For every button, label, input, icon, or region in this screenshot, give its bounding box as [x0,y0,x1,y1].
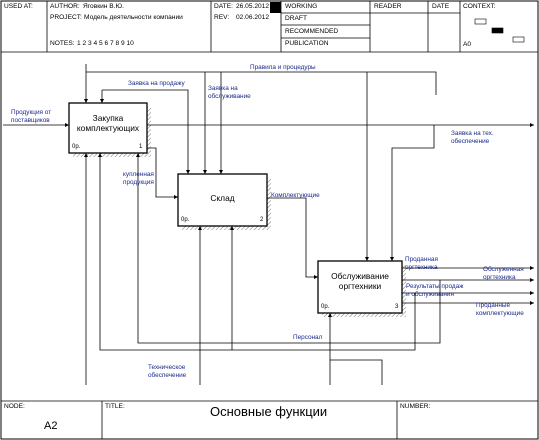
status-draft: DRAFT [285,15,307,22]
arrow-feedback-1 [136,153,441,344]
box-purchasing-title: Закупка комплектующих [76,113,140,133]
context-label: CONTEXT: [463,3,496,10]
reader-date-label: DATE [432,3,450,10]
footer-grid [1,400,538,439]
arrow-components [267,197,318,279]
box-purchasing-cost: 0р. [72,144,81,150]
used-at-label: USED AT: [4,3,33,10]
label-input-supplier: Продукция от поставщиков [11,109,52,124]
label-sale-request: Заявка на продажу [128,80,185,87]
status-publication: PUBLICATION [285,40,329,47]
label-purchased: купленная продукция [123,171,154,186]
box-warehouse-title: Склад [210,193,235,203]
arrows [3,64,534,385]
project-value: Модель деятельности компании [84,14,183,21]
box-service[interactable] [317,260,403,314]
label-personnel: Персонал [293,334,323,341]
box-service-cost: 0р. [321,304,330,310]
label-sold-equipment: Проданная оргтехника [405,256,438,271]
arrow-personnel-link [330,359,383,385]
arrow-purchased [147,147,178,199]
author-value: Яговкин В.Ю. [83,3,124,10]
box-service-number: 3 [395,304,399,310]
box-warehouse[interactable] [177,173,268,227]
author-label: AUTHOR: [50,3,80,10]
project-label: PROJECT: [50,14,82,21]
node-label: NODE: [4,403,25,410]
label-results: Результаты продаж и обслуживания [406,283,464,298]
date-label: DATE: [214,3,233,10]
label-serviced: Обслуженная оргтехника [483,266,524,281]
rev-label: REV: [214,14,230,21]
title-label: TITLE: [105,403,125,410]
notes-label: NOTES: [50,40,75,47]
box-purchasing[interactable] [68,102,148,154]
box-purchasing-number: 1 [139,144,143,150]
label-tech-equipment: Техническое обеспечение [148,364,187,379]
box-warehouse-cost: 0р. [181,217,190,223]
node-value: A2 [44,420,58,432]
label-components: Комплектующие [271,192,320,199]
label-service-request: Заявка на обслуживание [208,85,251,100]
context-thumbnail [474,18,525,43]
arrow-tech-request [390,125,435,261]
header-grid [1,1,538,53]
diagram-title: Основные функции [210,404,328,419]
status-working: WORKING [285,3,318,10]
box-service-title: Обслуживание оргтехники [331,271,389,291]
date-value: 26.05.2012 [236,3,270,10]
arrow-rules-bus [86,71,437,95]
arrow-sale-request [102,89,190,174]
number-label: NUMBER: [400,403,431,410]
label-rules: Правила и процедуры [250,64,316,71]
rev-value: 02.06.2012 [236,14,270,21]
context-node: A0 [463,41,472,48]
box-warehouse-number: 2 [260,217,264,223]
notes-value: 1 2 3 4 5 6 7 8 9 10 [77,40,134,47]
status-recommended: RECOMMENDED [285,28,339,35]
label-tech-request: Заявка на тех. обеспечение [451,130,494,145]
reader-label: READER [374,3,402,10]
label-sold-components: Проданные комплектующие [476,302,524,317]
working-status-marker [270,2,281,13]
arrow-feedback-2 [98,153,416,351]
